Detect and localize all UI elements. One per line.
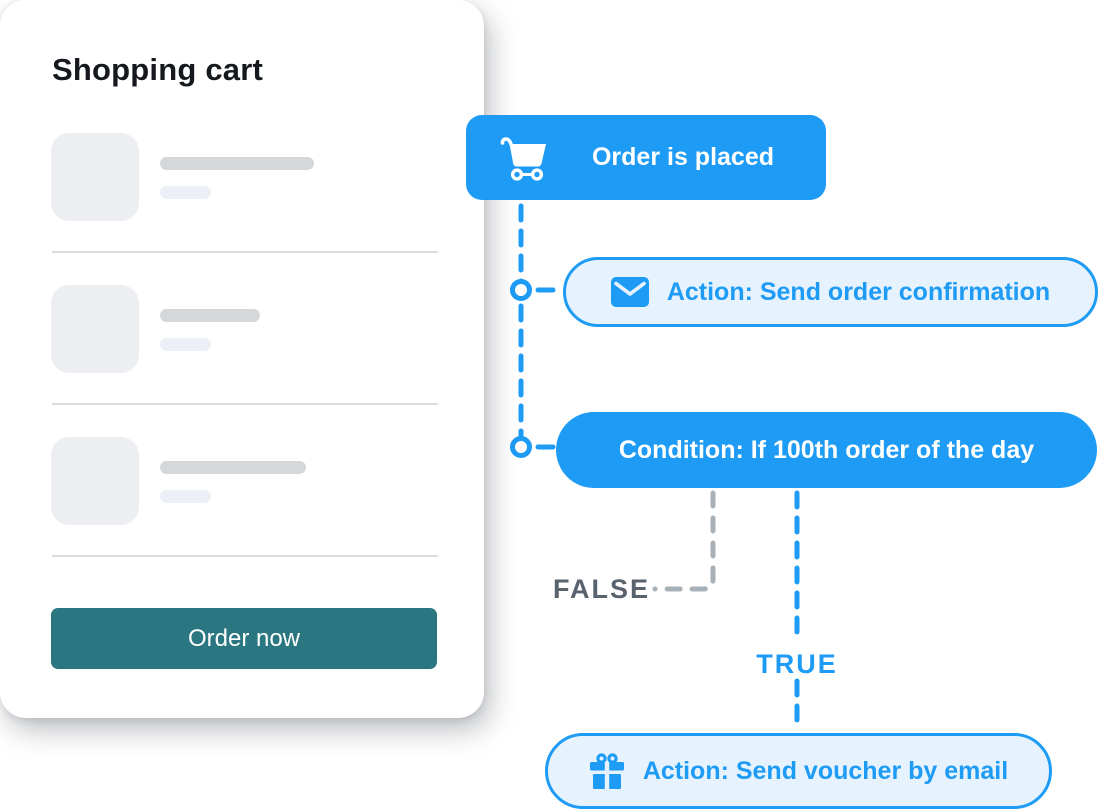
cart-item-row — [0, 285, 484, 373]
cart-item-thumbnail — [51, 133, 139, 221]
flow-node-condition — [510, 436, 532, 458]
cart-item-subtitle-placeholder — [160, 490, 211, 503]
branch-true-label: TRUE — [756, 649, 838, 679]
cart-item-title-placeholder — [160, 157, 314, 170]
cart-item-title-placeholder — [160, 309, 260, 322]
connector-false-branch — [652, 490, 716, 592]
cart-icon — [500, 135, 550, 181]
gift-icon — [589, 753, 625, 789]
order-now-button[interactable]: Order now — [51, 608, 437, 669]
cart-item-subtitle-placeholder — [160, 338, 211, 351]
divider — [52, 403, 438, 405]
branch-false-label: FALSE — [553, 574, 651, 604]
cart-item-title-placeholder — [160, 461, 306, 474]
shopping-cart-card: Shopping cart Order now — [0, 0, 484, 718]
flow-step-label: Action: Send order confirmation — [666, 277, 1051, 306]
cart-item-thumbnail — [51, 285, 139, 373]
order-now-label: Order now — [187, 624, 301, 652]
flow-step-send-voucher[interactable]: Action: Send voucher by email — [545, 733, 1052, 809]
cart-item-row — [0, 437, 484, 525]
cart-title: Shopping cart — [52, 52, 263, 87]
flow-step-label: Order is placed — [591, 143, 775, 171]
flow-step-label: Condition: If 100th order of the day — [618, 435, 1035, 464]
cart-item-thumbnail — [51, 437, 139, 525]
flow-step-label: Action: Send voucher by email — [642, 756, 1009, 785]
divider — [52, 251, 438, 253]
envelope-icon — [610, 277, 649, 307]
flow-step-condition[interactable]: Condition: If 100th order of the day — [556, 412, 1097, 488]
cart-item-row — [0, 133, 484, 221]
divider — [52, 555, 438, 557]
flow-node-action1 — [510, 279, 532, 301]
flow-step-send-confirmation[interactable]: Action: Send order confirmation — [563, 257, 1098, 327]
cart-item-subtitle-placeholder — [160, 186, 211, 199]
flow-step-order-placed[interactable]: Order is placed — [466, 115, 826, 200]
